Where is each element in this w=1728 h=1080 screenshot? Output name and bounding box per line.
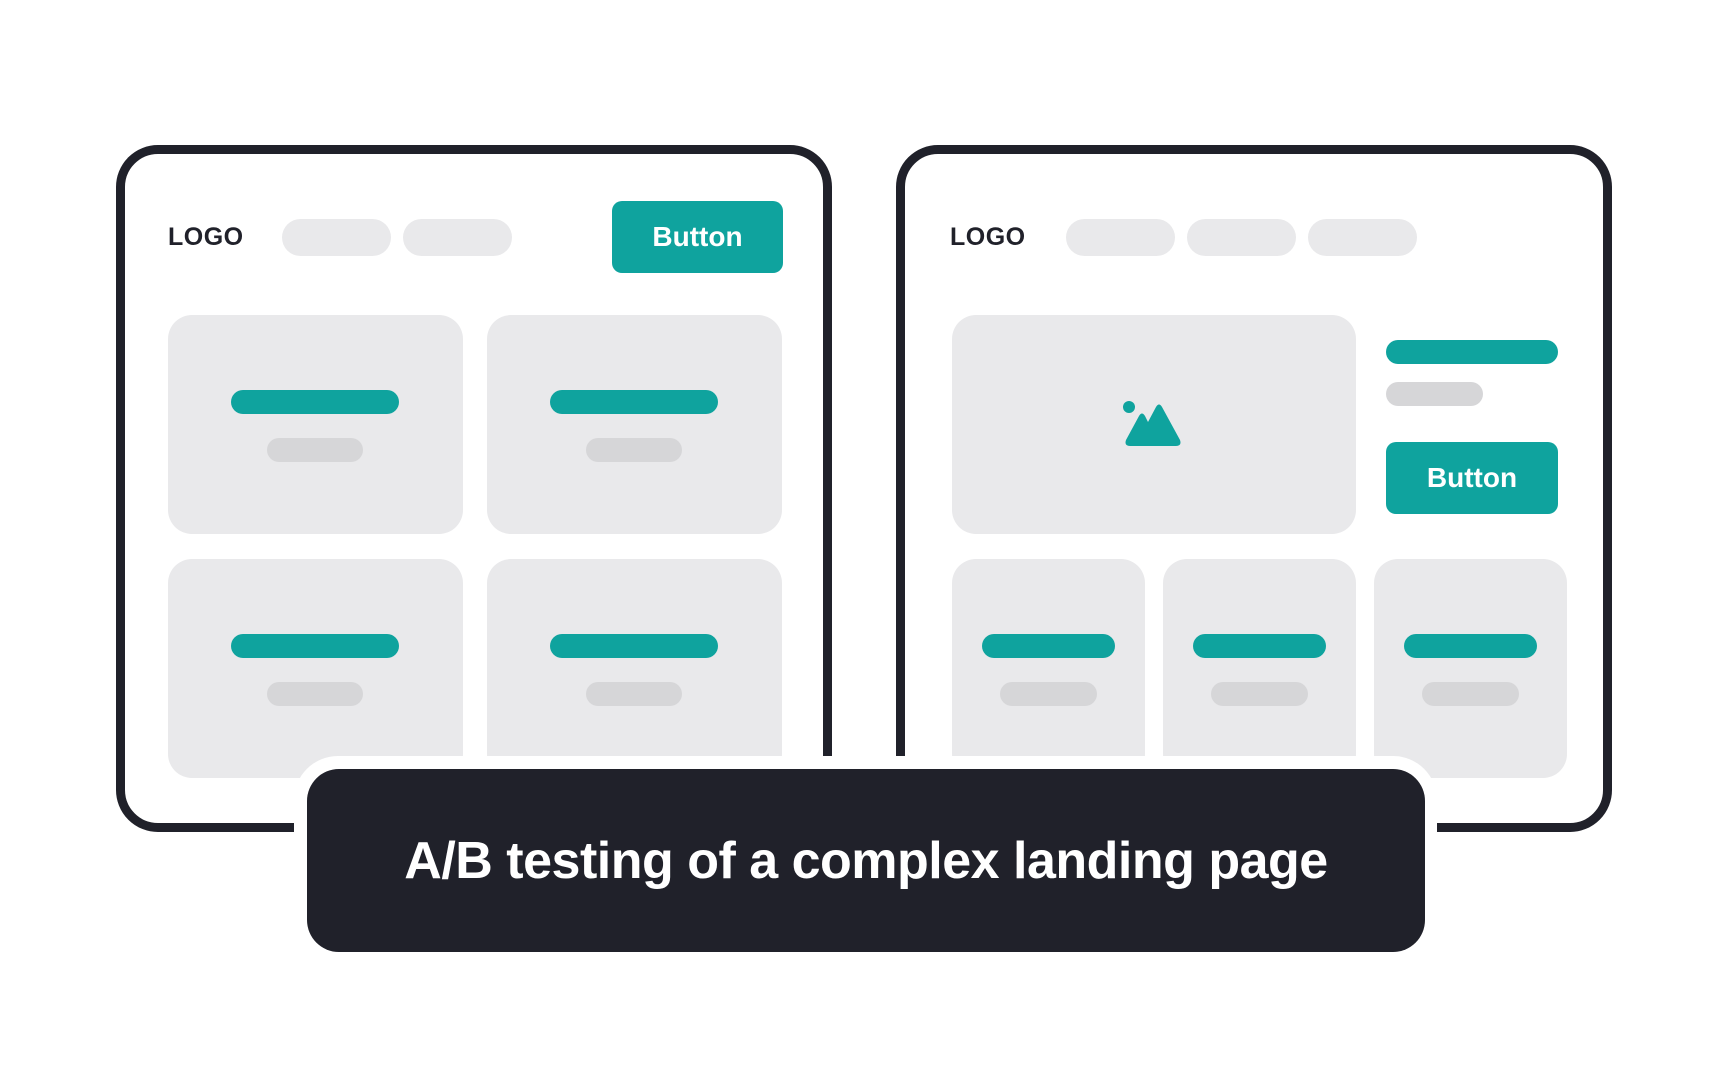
card-subtitle-bar	[1211, 682, 1308, 706]
card-subtitle-bar	[1000, 682, 1097, 706]
card-title-bar	[1193, 634, 1326, 658]
card-subtitle-bar	[586, 438, 682, 462]
card-subtitle-bar	[1422, 682, 1519, 706]
variant-a-card-1	[168, 315, 463, 534]
card-title-bar	[231, 390, 399, 414]
card-title-bar	[550, 634, 718, 658]
banner-title: A/B testing of a complex landing page	[307, 769, 1425, 952]
card-title-bar	[1404, 634, 1537, 658]
variant-b-hero-title-bar	[1386, 340, 1558, 364]
variant-a-card-3	[168, 559, 463, 778]
variant-b-nav-pill-1[interactable]	[1066, 219, 1175, 256]
card-title-bar	[982, 634, 1115, 658]
variant-a-header-button[interactable]: Button	[612, 201, 783, 273]
card-subtitle-bar	[586, 682, 682, 706]
card-subtitle-bar	[267, 438, 363, 462]
variant-b-logo: LOGO	[950, 223, 1026, 251]
variant-b-hero-button[interactable]: Button	[1386, 442, 1558, 514]
variant-b-hero-subtitle-bar	[1386, 382, 1483, 406]
variant-a-nav-pill-2[interactable]	[403, 219, 512, 256]
card-title-bar	[231, 634, 399, 658]
variant-a-card-2	[487, 315, 782, 534]
variant-a-logo: LOGO	[168, 223, 244, 251]
variant-b-card-2	[1163, 559, 1356, 778]
card-title-bar	[550, 390, 718, 414]
variant-b-hero-image	[952, 315, 1356, 534]
variant-a-nav-pill-1[interactable]	[282, 219, 391, 256]
card-subtitle-bar	[267, 682, 363, 706]
variant-b-card-3	[1374, 559, 1567, 778]
image-icon	[1123, 401, 1181, 446]
variant-a-card-4	[487, 559, 782, 778]
variant-b-nav-pill-2[interactable]	[1187, 219, 1296, 256]
variant-b-card-1	[952, 559, 1145, 778]
variant-b-nav-pill-3[interactable]	[1308, 219, 1417, 256]
